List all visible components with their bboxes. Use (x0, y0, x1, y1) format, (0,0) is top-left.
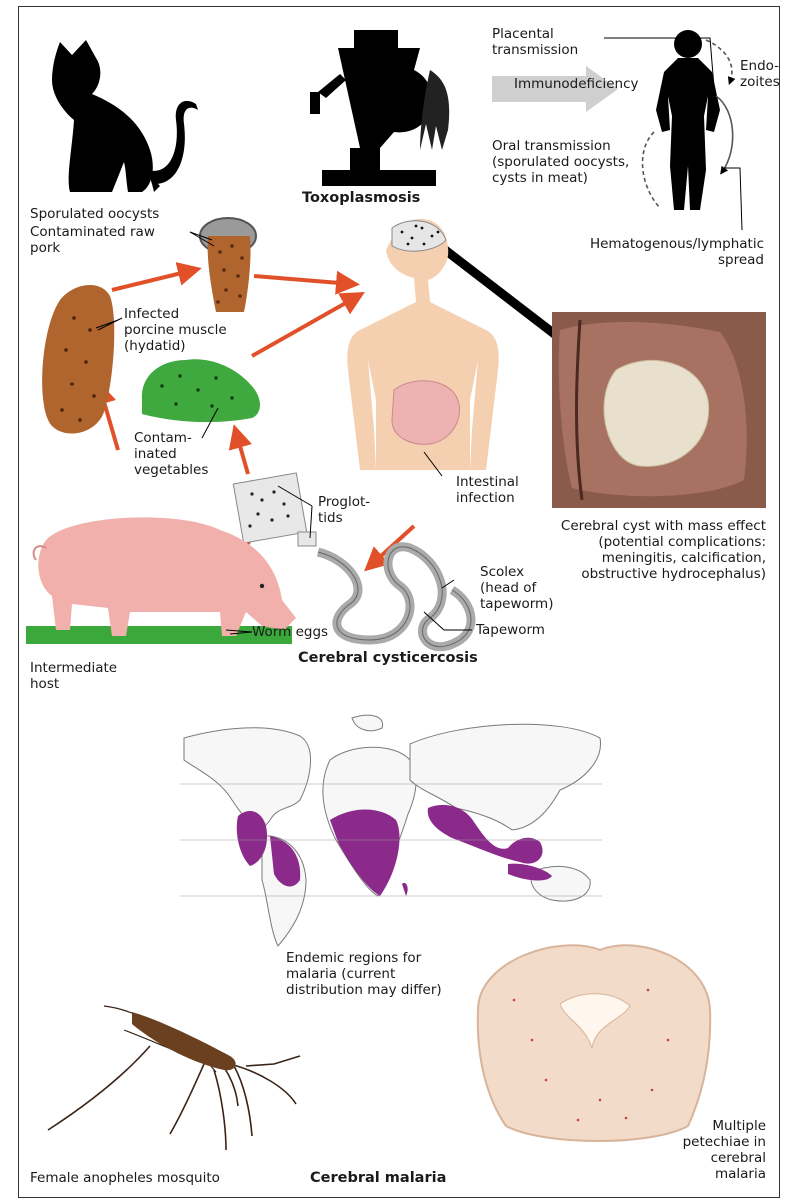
label-sporulated-oocysts: Sporulated oocysts (30, 206, 159, 222)
vegetable-icon (142, 359, 260, 422)
title-cerebral-malaria: Cerebral malaria (310, 1170, 446, 1186)
title-cerebral-cysticercosis: Cerebral cysticercosis (298, 650, 478, 666)
label-oral-transmission: Oral transmission(sporulated oocysts,cys… (492, 138, 629, 186)
label-cerebral-cyst: Cerebral cyst with mass effect(potential… (540, 518, 766, 582)
porcine-muscle-icon (42, 285, 114, 434)
raw-pork-icon (200, 218, 256, 312)
human-body-icon (347, 219, 498, 470)
hematogenous-leader (722, 168, 742, 230)
label-endozoites: Endo-zoites (740, 58, 780, 90)
label-tapeworm: Tapeworm (476, 622, 545, 638)
title-toxoplasmosis: Toxoplasmosis (302, 190, 420, 206)
mosquito-body (132, 1012, 236, 1070)
world-map (176, 712, 606, 946)
proglottid-icon (233, 473, 316, 546)
human-figure-icon (656, 30, 720, 210)
mosquito-icon (48, 1006, 300, 1150)
label-proglottids: Proglot-tids (318, 494, 370, 526)
cat-icon (52, 40, 198, 192)
cerebral-cyst-photo (552, 312, 766, 508)
cerebral-malaria-photo (478, 945, 710, 1141)
label-worm-eggs: Worm eggs (252, 624, 328, 640)
oral-transmission-dash (643, 132, 660, 208)
label-immunodeficiency: Immunodeficiency (514, 76, 638, 92)
tapeworm-icon (318, 547, 471, 647)
label-female-anopheles-mosquito: Female anopheles mosquito (30, 1170, 220, 1186)
meat-grinder-icon (310, 30, 449, 186)
